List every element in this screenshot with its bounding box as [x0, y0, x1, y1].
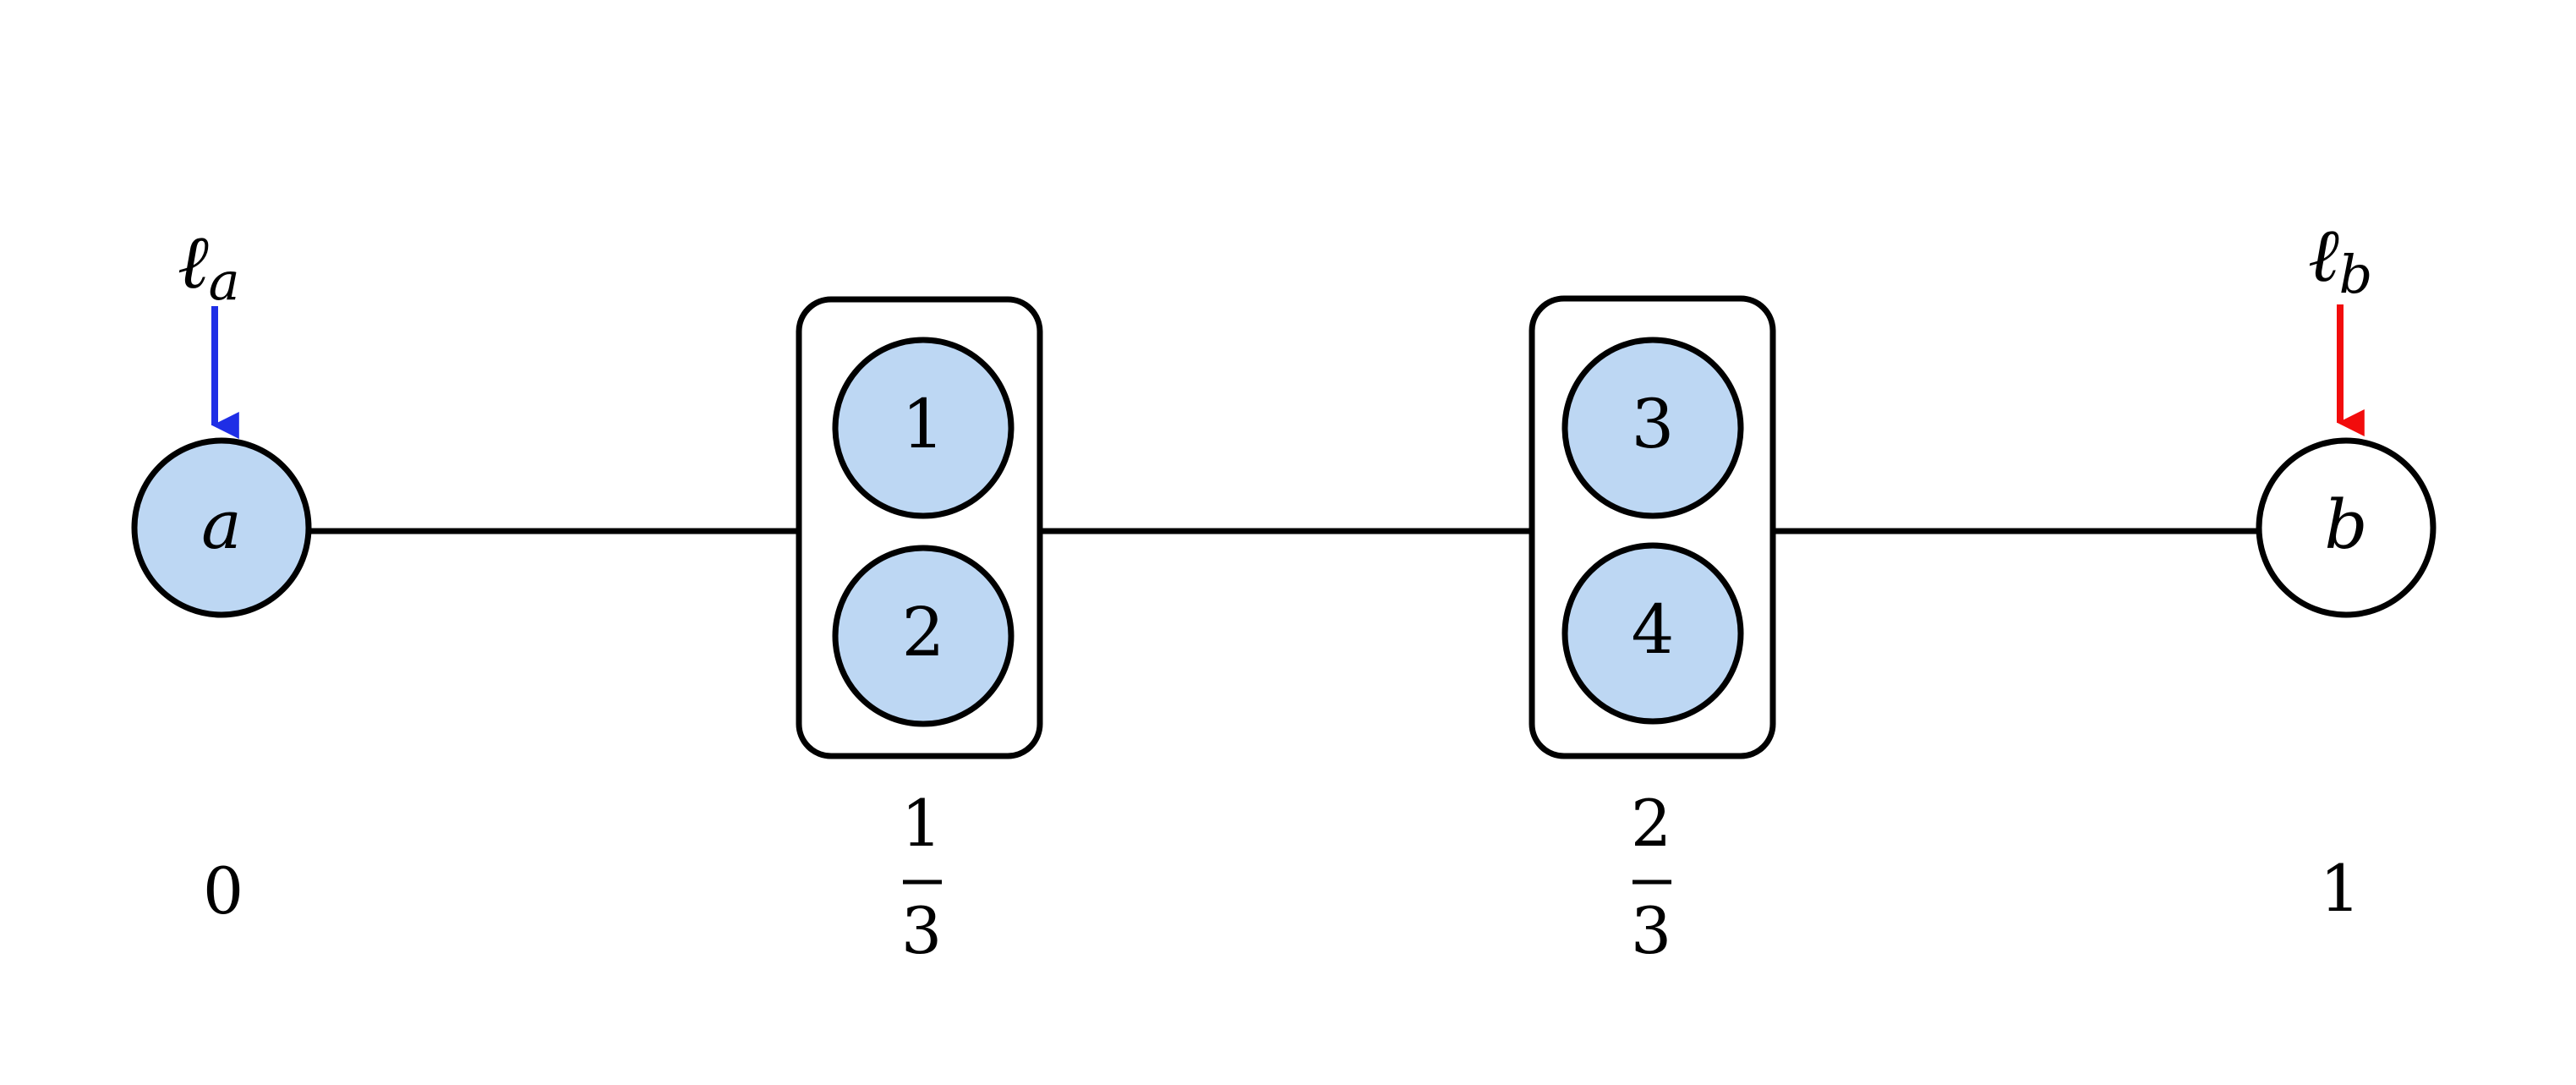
node-b-label: b — [2324, 485, 2367, 564]
node-1-label: 1 — [902, 385, 945, 463]
node-2: 2 — [832, 545, 1015, 727]
node-b-circle — [2256, 437, 2437, 618]
node-2-label: 2 — [902, 593, 945, 671]
arrow-b-label: ℓb — [2308, 211, 2372, 305]
node-2-circle — [832, 545, 1015, 727]
node-4-label: 4 — [1632, 590, 1675, 669]
node-1: 1 — [832, 337, 1015, 519]
node-b: b — [2256, 437, 2437, 618]
arrow-b-ell: ℓ — [2308, 211, 2339, 299]
position-one-third: 1 3 — [901, 786, 942, 968]
arrow-b: ℓb — [2308, 211, 2372, 436]
arrow-a: ℓa — [178, 218, 240, 439]
node-3: 3 — [1561, 337, 1744, 519]
node-a-circle — [131, 437, 312, 618]
arrow-a-label: ℓa — [178, 218, 240, 312]
position-two-thirds-denominator: 3 — [1631, 893, 1671, 968]
node-4: 4 — [1561, 542, 1744, 725]
position-two-thirds-numerator: 2 — [1631, 786, 1671, 861]
position-two-thirds: 2 3 — [1631, 786, 1671, 968]
arrow-a-ell: ℓ — [178, 218, 209, 305]
node-3-label: 3 — [1632, 385, 1675, 463]
arrow-a-subscript: a — [209, 250, 240, 312]
position-0: 0 — [203, 853, 243, 929]
node-4-circle — [1561, 542, 1744, 725]
position-1: 1 — [2320, 851, 2360, 926]
node-1-circle — [832, 337, 1015, 519]
position-one-third-denominator: 3 — [901, 893, 942, 968]
position-one-third-numerator: 1 — [901, 786, 942, 861]
node-3-circle — [1561, 337, 1744, 519]
node-a-label: a — [201, 485, 242, 564]
arrow-b-subscript: b — [2339, 244, 2373, 305]
node-a: a — [131, 437, 312, 618]
